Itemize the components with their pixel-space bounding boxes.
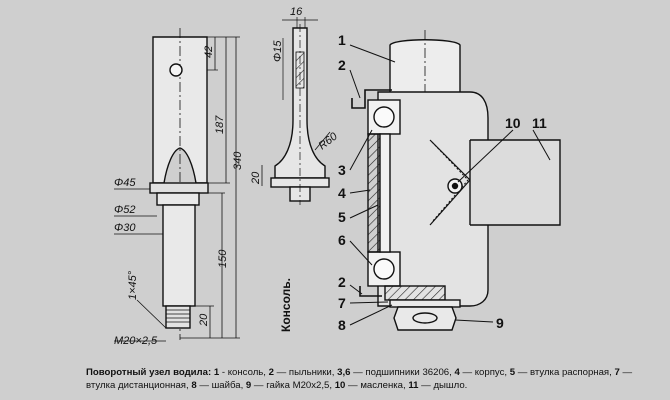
- dim-150: 150: [217, 249, 229, 268]
- part-number-6: 6: [338, 232, 346, 248]
- caption-text: — дышло.: [418, 380, 468, 391]
- caption-num: 3,6: [337, 367, 351, 378]
- washer: [389, 299, 461, 308]
- console-shaft: [162, 204, 196, 307]
- dim-340: 340: [232, 151, 244, 170]
- dim-16: 16: [290, 6, 303, 18]
- console-hole: [169, 63, 183, 77]
- caption-num: 9: [245, 380, 252, 391]
- dim-phi15: Φ15: [272, 40, 284, 62]
- nut: [393, 306, 457, 331]
- caption-num: 11: [408, 380, 419, 391]
- dim-phi45: Φ45: [114, 177, 136, 189]
- dim-r60: R60: [316, 130, 340, 152]
- part-number-2-bottom: 2: [338, 274, 346, 290]
- console-view-label: Консоль.: [279, 278, 293, 332]
- caption-items: 1 - консоль, 2 — пыльники, 3,6 — подшипн…: [86, 367, 632, 391]
- part-number-3: 3: [338, 162, 346, 178]
- leader-lines: [349, 44, 551, 326]
- console-profile: [261, 17, 331, 205]
- dim-20-profile: 20: [250, 171, 262, 185]
- caption-num: 2: [268, 367, 274, 378]
- caption-num: 5: [509, 367, 516, 378]
- part-number-4: 4: [338, 185, 346, 201]
- caption-text: — шайба,: [196, 380, 246, 391]
- part-number-8: 8: [338, 317, 346, 333]
- caption-text: — втулка дистанционная,: [86, 367, 633, 391]
- caption-num: 10: [334, 380, 346, 391]
- caption-num: 4: [454, 367, 460, 378]
- console-flange: [149, 182, 209, 194]
- dim-20-bottom: 20: [198, 313, 210, 327]
- spacer-sleeve: [367, 133, 381, 253]
- caption-title: Поворотный узел водила:: [86, 367, 212, 378]
- assembly-drawing: 42 187 340 150 20 Φ45 Φ52 Φ30 1×45° M20×…: [114, 6, 561, 347]
- dim-phi52: Φ52: [114, 204, 135, 216]
- part-number-1: 1: [338, 32, 346, 48]
- part-number-11: 11: [532, 115, 547, 131]
- console-shaft-upper: [156, 192, 200, 206]
- pivot-assembly: [351, 30, 561, 331]
- caption-text: — корпус,: [459, 367, 510, 378]
- dust-cover-bottom: [359, 286, 382, 297]
- part-number-9: 9: [496, 315, 504, 331]
- part-number-10: 10: [505, 115, 521, 131]
- part-number-5: 5: [338, 209, 346, 225]
- caption-text: - консоль,: [219, 367, 269, 378]
- dim-42: 42: [203, 46, 215, 58]
- console-thread: [165, 305, 191, 329]
- figure-caption: Поворотный узел водила: 1 - консоль, 2 —…: [86, 366, 646, 392]
- drawbar: [470, 139, 561, 226]
- dim-phi30: Φ30: [114, 222, 136, 234]
- caption-text: — втулка распорная,: [515, 367, 615, 378]
- console-view: [114, 28, 240, 342]
- caption-text: — масленка,: [345, 380, 409, 391]
- part-number-2-top: 2: [338, 57, 346, 73]
- distance-sleeve: [384, 285, 446, 301]
- dim-thread: M20×2,5: [114, 335, 158, 347]
- dust-cover-top: [351, 89, 392, 109]
- housing: [377, 91, 489, 307]
- caption-num: 7: [614, 367, 620, 378]
- caption-num: 8: [191, 380, 197, 391]
- caption-text: — пыльники,: [273, 367, 338, 378]
- part-number-7: 7: [338, 295, 346, 311]
- caption-text: — подшипники 36206,: [350, 367, 455, 378]
- caption-text: — гайка М20х2,5,: [251, 380, 335, 391]
- dim-187: 187: [214, 115, 226, 134]
- dim-chamfer: 1×45°: [127, 270, 139, 300]
- caption-num: 1: [213, 367, 220, 378]
